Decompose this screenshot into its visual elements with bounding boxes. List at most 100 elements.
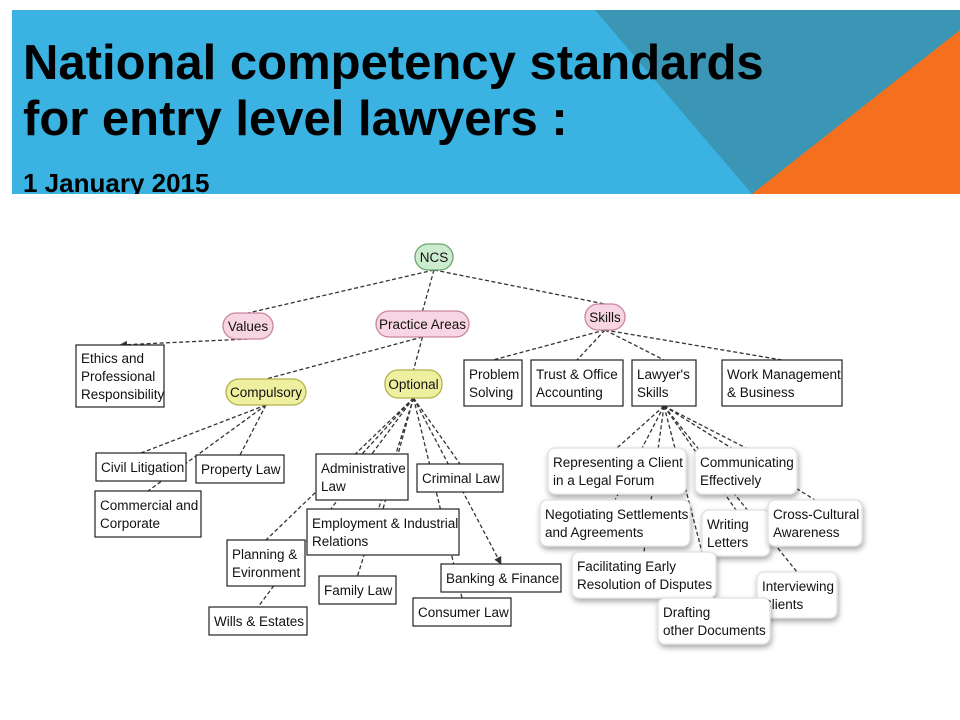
compulsory-node: Compulsory [225, 378, 307, 406]
problem-solving-node-label-2: Solving [469, 385, 513, 400]
skills-node: Skills [584, 303, 626, 331]
administrative-law-node-label-2: Law [321, 479, 346, 494]
slide-title-line-1: National competency standards [23, 36, 764, 90]
values-node-label-1: Values [228, 319, 269, 334]
facilitating-node-label-1: Facilitating Early [577, 559, 676, 574]
planning-environment-node-label-1: Planning & [232, 547, 297, 562]
cross-cultural-node-label-2: Awareness [773, 525, 840, 540]
connector-optional-planning [265, 397, 414, 541]
civil-litigation-node-box [95, 452, 187, 482]
ncs-node-label-1: NCS [420, 250, 449, 265]
representing-client-node-box [547, 447, 687, 495]
connector-ncs-skills [433, 269, 606, 305]
communicating-node-label-2: Effectively [700, 473, 762, 488]
connector-lawyers-comm [663, 405, 747, 449]
trust-accounting-node-label-2: Accounting [536, 385, 603, 400]
writing-letters-node-label-1: Writing [707, 517, 749, 532]
connector-optional-criminal [412, 397, 461, 465]
slide-date: 1 January 2015 [23, 168, 210, 194]
skills-node-label-1: Skills [589, 310, 621, 325]
property-law-node: Property Law [195, 454, 285, 484]
lawyers-skills-node-box [631, 359, 697, 407]
ethics-node-box [75, 344, 165, 408]
banner-orange-triangle [752, 30, 960, 194]
connector-compulsory-property [239, 404, 267, 456]
compulsory-node-box [225, 378, 307, 406]
lawyers-skills-node-label-1: Lawyer's [637, 367, 690, 382]
connector-practice-compulsory [265, 336, 423, 380]
skills-node-box [584, 303, 626, 331]
compulsory-node-label-1: Compulsory [230, 385, 302, 400]
criminal-law-node: Criminal Law [416, 463, 504, 493]
planning-environment-node-label-2: Evironment [232, 565, 301, 580]
connector-skills-trust [576, 329, 606, 361]
criminal-law-node-label-1: Criminal Law [422, 471, 500, 486]
administrative-law-node-box [315, 453, 409, 501]
ethics-node-label-1: Ethics and [81, 351, 144, 366]
wills-estates-node-box [208, 606, 308, 636]
commercial-corporate-node-box [94, 490, 202, 538]
work-management-node-label-2: & Business [727, 385, 795, 400]
consumer-law-node: Consumer Law [412, 597, 512, 627]
interviewing-node-box [756, 571, 838, 619]
civil-litigation-node-label-1: Civil Litigation [101, 460, 184, 475]
facilitating-node-box [571, 551, 717, 599]
optional-node-label-1: Optional [388, 377, 438, 392]
practice-areas-node: Practice Areas [375, 310, 470, 338]
criminal-law-node-box [416, 463, 504, 493]
representing-client-node-label-1: Representing a Client [553, 455, 683, 470]
connector-compulsory-commercial [147, 404, 267, 492]
cross-cultural-node-label-1: Cross-Cultural [773, 507, 859, 522]
administrative-law-node-label-1: Administrative [321, 461, 406, 476]
planning-environment-node-box [226, 539, 306, 587]
interviewing-node-label-2: Clients [762, 597, 804, 612]
slide-title-line-2: for entry level lawyers : [23, 92, 568, 146]
property-law-node-box [195, 454, 285, 484]
employment-relations-node-label-2: Relations [312, 534, 369, 549]
banner-background [12, 10, 960, 194]
facilitating-node-label-2: Resolution of Disputes [577, 577, 712, 592]
consumer-law-node-label-1: Consumer Law [418, 605, 509, 620]
drafting-node-box [657, 597, 771, 645]
connector-practice-optional [412, 336, 424, 371]
title-banner: National competency standards for entry … [12, 10, 960, 194]
trust-accounting-node-box [530, 359, 624, 407]
practice-areas-node-box [375, 310, 470, 338]
communicating-node-box [694, 447, 798, 495]
connector-skills-work [604, 329, 783, 361]
connector-skills-lawyers [604, 329, 665, 361]
connector-ncs-values [247, 269, 435, 314]
wills-estates-node: Wills & Estates [208, 606, 308, 636]
negotiating-node-label-2: and Agreements [545, 525, 644, 540]
practice-areas-node-label-1: Practice Areas [379, 317, 466, 332]
ethics-node-label-3: Responsibility [81, 387, 165, 402]
values-node: Values [222, 312, 274, 340]
banking-finance-node-box [440, 563, 562, 593]
connector-compulsory-civil [140, 404, 267, 454]
consumer-law-node-box [412, 597, 512, 627]
family-law-node-box [318, 575, 397, 605]
commercial-corporate-node-label-1: Commercial and [100, 498, 198, 513]
negotiating-node-box [539, 499, 691, 547]
connector-skills-problem [492, 329, 606, 361]
connector-lawyers-cross [663, 405, 816, 501]
connector-lawyers-repr [616, 405, 665, 449]
banking-finance-node-label-1: Banking & Finance [446, 571, 559, 586]
employment-relations-node-label-1: Employment & Industrial [312, 516, 458, 531]
problem-solving-node-box [463, 359, 523, 407]
